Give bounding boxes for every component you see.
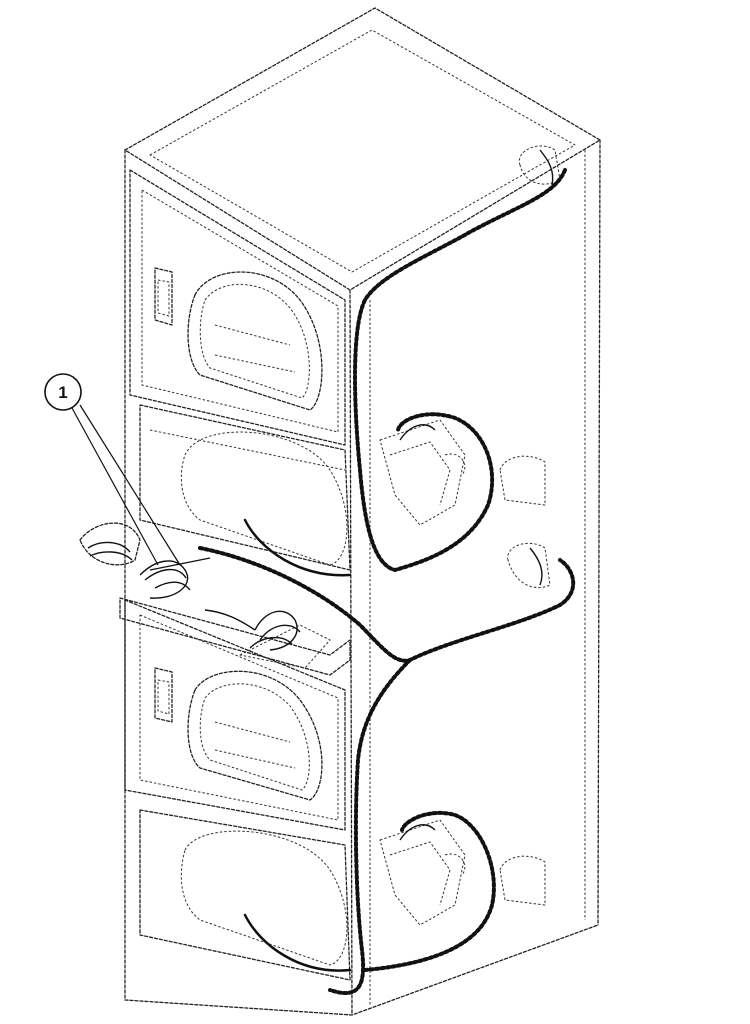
callout-1-leader	[71, 404, 181, 566]
upper-dryer-base	[139, 404, 352, 577]
upper-dryer-front	[129, 169, 346, 446]
callout-1: 1	[44, 373, 82, 411]
upper-side-details	[379, 145, 561, 526]
wire-harness-block	[79, 522, 351, 676]
wire-routing-paths	[198, 168, 576, 996]
lower-side-details	[379, 542, 551, 926]
lower-dryer-front	[124, 599, 346, 831]
cabinet-outline	[124, 7, 601, 1016]
callout-1-label: 1	[58, 383, 67, 402]
lower-dryer-base	[139, 809, 352, 981]
